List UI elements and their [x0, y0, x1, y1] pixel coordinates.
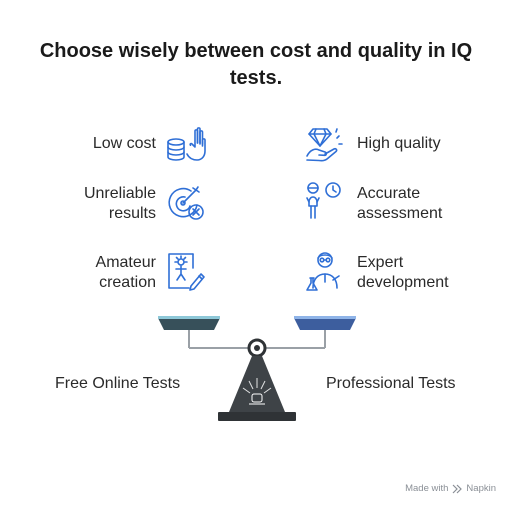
footer-brand: Napkin: [466, 483, 496, 494]
balance-scale: [158, 316, 356, 421]
right-pan-rim: [294, 316, 356, 319]
accurate-assessment-label: Accurate assessment: [357, 185, 443, 222]
coins-hand-icon: [167, 127, 206, 161]
right-pan: [294, 318, 356, 330]
page-title: Choose wisely between cost and quality i…: [39, 40, 473, 89]
target-miss-icon: [168, 186, 204, 220]
footer-text: Made with: [405, 483, 449, 494]
person-clock-icon: [306, 182, 341, 219]
made-with-napkin-footer[interactable]: Made with Napkin: [405, 483, 496, 494]
napkin-logo-icon: [452, 484, 463, 493]
scientist-icon: [306, 252, 340, 291]
unreliable-results-label: Unreliable results: [83, 185, 156, 222]
high-quality-label: High quality: [357, 135, 441, 152]
professional-tests-label: Professional Tests: [326, 375, 456, 392]
scale-foot: [218, 412, 296, 421]
free-online-tests-label: Free Online Tests: [55, 375, 181, 392]
left-pan-rim: [158, 316, 220, 319]
drawing-pencil-icon: [168, 253, 205, 291]
left-pan: [158, 318, 220, 330]
amateur-creation-label: Amateur creation: [95, 254, 156, 291]
diamond-hand-icon: [306, 128, 343, 162]
low-cost-label: Low cost: [92, 135, 156, 152]
expert-development-label: Expert development: [357, 254, 449, 291]
